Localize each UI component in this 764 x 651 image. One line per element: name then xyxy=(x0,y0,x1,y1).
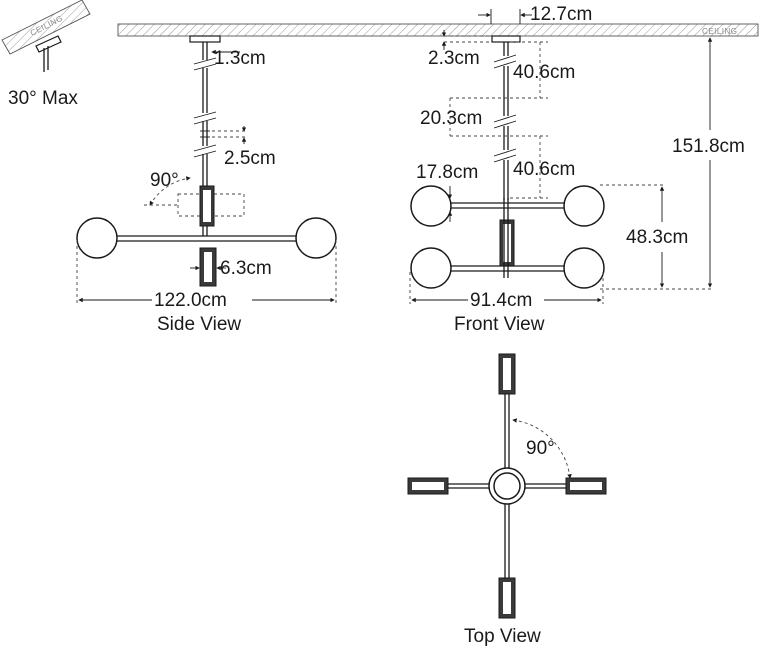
front-fixture-height-label: 48.3cm xyxy=(626,227,688,248)
front-canopy xyxy=(491,35,521,43)
top-arm-angle-label: 90° xyxy=(526,438,555,459)
top-view-drawing xyxy=(407,353,607,619)
front-globe-upper-left xyxy=(410,185,452,227)
front-overall-width-label: 91.4cm xyxy=(470,290,532,311)
ceiling-label: CEILING xyxy=(702,27,738,36)
front-view-title: Front View xyxy=(454,314,545,335)
front-rod-upper-label: 40.6cm xyxy=(513,62,575,83)
ceiling-band: CEILING xyxy=(117,23,759,37)
slope-angle-label: 30° Max xyxy=(8,88,78,109)
front-globe-upper-right xyxy=(563,185,605,227)
front-globe-lower-right xyxy=(563,247,605,289)
front-canopy-height-label: 2.3cm xyxy=(428,48,480,69)
side-overall-width-label: 122.0cm xyxy=(154,290,227,311)
front-globe-lower-left xyxy=(410,247,452,289)
side-dimension-lines xyxy=(76,49,337,304)
sloped-ceiling-icon: CEILING xyxy=(1,0,91,72)
front-rod-lower-label: 40.6cm xyxy=(513,159,575,180)
front-dimension-lines xyxy=(409,9,714,304)
side-rotation-angle-label: 90° xyxy=(150,170,179,191)
side-globe-right xyxy=(295,217,337,259)
side-body-depth-label: 6.3cm xyxy=(220,258,272,279)
side-globe-left xyxy=(76,217,118,259)
front-view-drawing xyxy=(410,35,605,289)
side-view-title: Side View xyxy=(157,314,241,335)
top-view-title: Top View xyxy=(464,626,541,647)
side-canopy-height-label: 1.3cm xyxy=(214,48,266,69)
front-overall-height-label: 151.8cm xyxy=(672,136,745,157)
side-canopy xyxy=(189,35,221,43)
front-rod-middle-label: 20.3cm xyxy=(420,108,482,129)
front-canopy-width-label: 12.7cm xyxy=(530,4,592,25)
front-body-offset-label: 17.8cm xyxy=(416,162,478,183)
side-view-drawing xyxy=(76,35,337,287)
side-coupler-length-label: 2.5cm xyxy=(224,148,276,169)
